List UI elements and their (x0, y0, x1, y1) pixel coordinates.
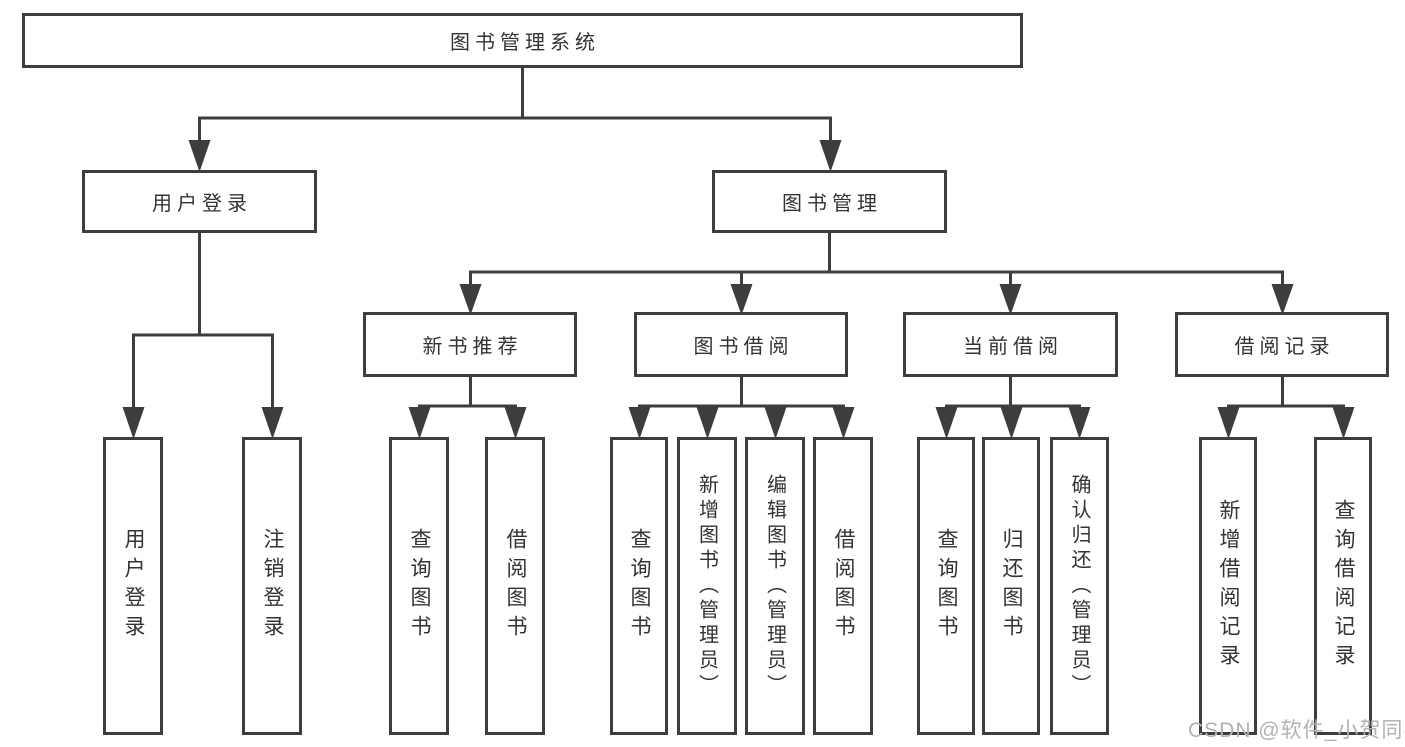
node-rec-borrow-books: 借阅图书 (485, 437, 545, 735)
node-new-book-rec: 新书推荐 (363, 312, 577, 377)
node-cb-query-books: 查询图书 (917, 437, 975, 735)
edge-book-mgmt-trunk (469, 233, 1284, 286)
csdn-watermark: CSDN @软件_小贺同学 (1188, 719, 1405, 742)
node-book-borrow: 图书借阅 (634, 312, 848, 377)
edge-borrow-records-trunk (1227, 377, 1345, 410)
node-bb-add-books: 新增图书（管理员） (677, 437, 737, 735)
node-root: 图书管理系统 (22, 13, 1023, 68)
node-user-login: 用户登录 (82, 170, 317, 233)
node-logout-leaf: 注销登录 (242, 437, 302, 735)
node-cb-confirm-return: 确认归还（管理员） (1050, 437, 1109, 735)
node-bb-query-books: 查询图书 (610, 437, 668, 735)
node-bb-borrow-books: 借阅图书 (813, 437, 873, 735)
node-borrow-records: 借阅记录 (1175, 312, 1389, 377)
node-login-leaf: 用户登录 (103, 437, 163, 735)
node-current-borrow: 当前借阅 (903, 312, 1118, 377)
edge-new-book-rec-trunk (418, 377, 517, 410)
edge-root-trunk (198, 68, 832, 142)
node-br-add-record: 新增借阅记录 (1199, 437, 1257, 735)
node-cb-return-books: 归还图书 (982, 437, 1040, 735)
edge-user-login-trunk (132, 233, 274, 409)
edge-book-borrow-trunk (638, 377, 845, 410)
node-bb-edit-books: 编辑图书（管理员） (745, 437, 805, 735)
node-book-mgmt: 图书管理 (712, 170, 947, 233)
node-rec-query-books: 查询图书 (389, 437, 449, 735)
edge-current-borrow-trunk (945, 377, 1081, 410)
node-br-query-record: 查询借阅记录 (1314, 437, 1372, 735)
arrowheads (122, 140, 1355, 439)
